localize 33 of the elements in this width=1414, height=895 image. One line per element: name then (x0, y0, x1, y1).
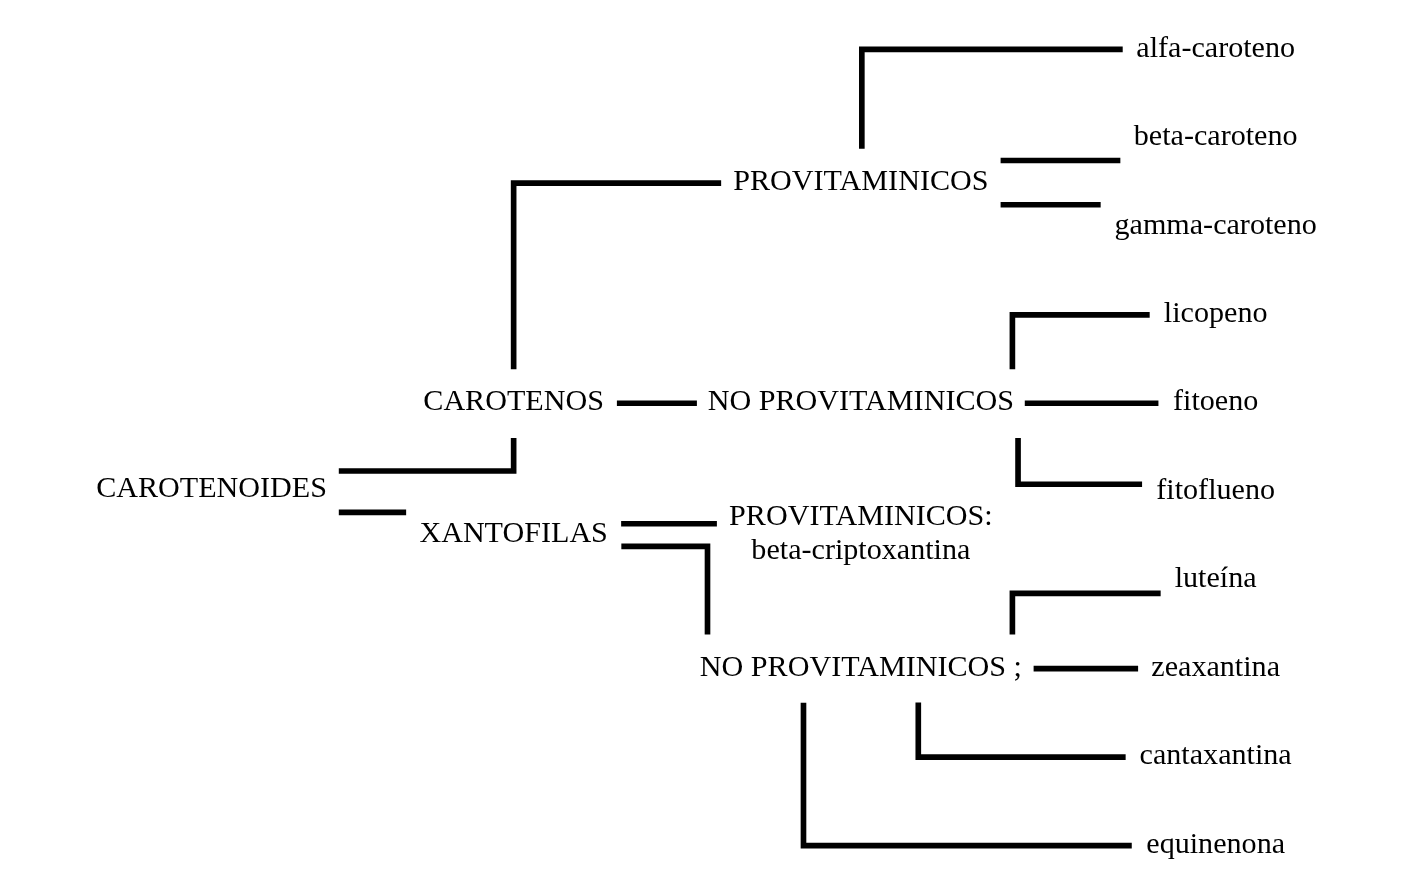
node-text: alfa-caroteno (1135, 29, 1295, 64)
connector (338, 509, 406, 516)
node-text: CAROTENOIDES (95, 470, 327, 504)
node-text: XANTOFILAS (418, 515, 608, 550)
connector (1009, 312, 1150, 370)
node-text: licopeno (1163, 294, 1268, 329)
node-text: CAROTENOS (422, 383, 604, 418)
connector (1024, 400, 1158, 407)
connector (510, 180, 721, 370)
node-text: fitoeno (1172, 383, 1258, 418)
connector (800, 702, 1132, 849)
connector (858, 46, 1123, 149)
node-text: cantaxantina (1139, 737, 1292, 772)
node-text: gamma-caroteno (1114, 206, 1317, 241)
node-text: zeaxantina (1150, 648, 1280, 683)
connector (1014, 438, 1142, 488)
node-text: beta-caroteno (1133, 118, 1298, 153)
node-text: luteína (1174, 560, 1257, 595)
node-text: fitoflueno (1155, 471, 1275, 506)
node-text: equinenona (1145, 825, 1285, 860)
connector (616, 400, 697, 407)
node-text: PROVITAMINICOS (732, 163, 988, 198)
connector (1000, 201, 1101, 208)
node-text: NO PROVITAMINICOS ; (699, 648, 1022, 683)
node-text: PROVITAMINICOS: beta-criptoxantina (728, 498, 993, 567)
connector (1009, 590, 1161, 635)
connector (1000, 157, 1120, 164)
connector (620, 520, 717, 527)
connector (1033, 665, 1138, 672)
connector (914, 702, 1126, 760)
connector (620, 543, 710, 635)
node-text: NO PROVITAMINICOS (707, 383, 1014, 418)
connector (338, 437, 516, 474)
